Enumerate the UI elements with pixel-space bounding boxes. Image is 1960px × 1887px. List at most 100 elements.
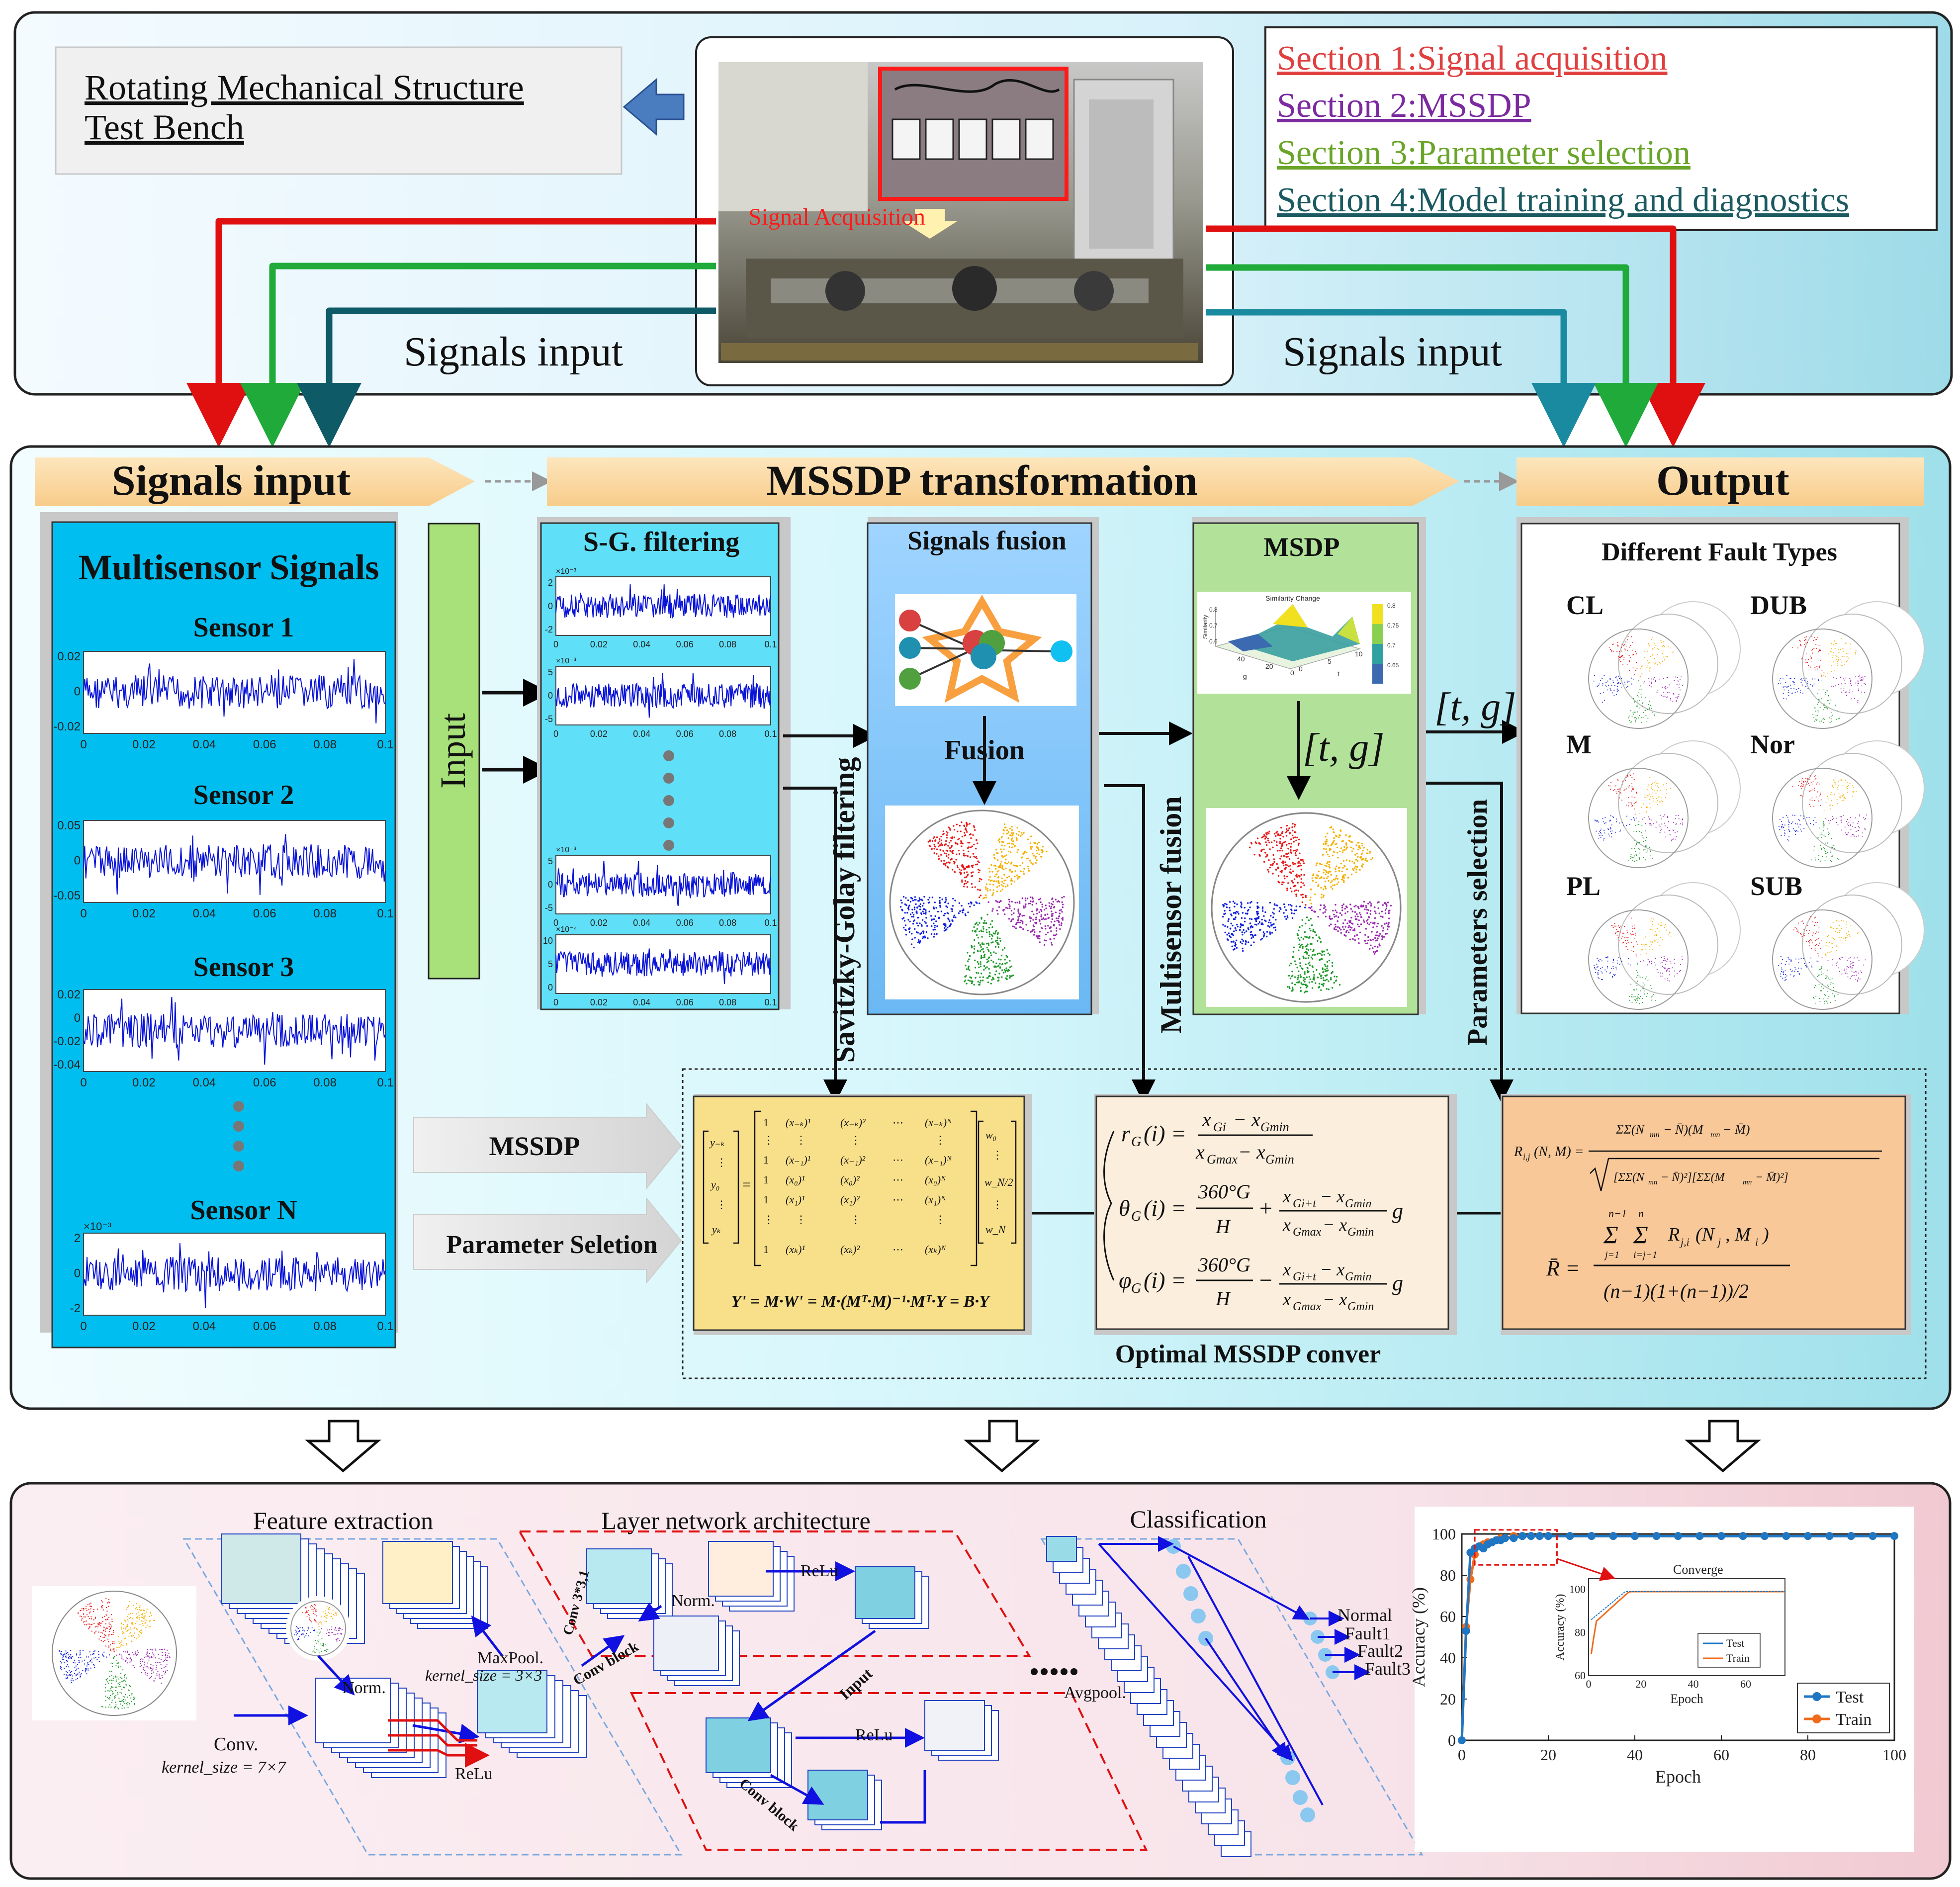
x-tick-label: 100 xyxy=(1882,1746,1906,1764)
svg-text:0.8: 0.8 xyxy=(1209,606,1218,613)
svg-text:− N̄)²][ΣΣ(M: − N̄)²][ΣΣ(M xyxy=(1661,1171,1726,1184)
classifier-link xyxy=(1173,1545,1310,1620)
sg-plot-xtick: 0.04 xyxy=(633,639,650,649)
mssdp-arrow-label: MSSDP xyxy=(489,1131,580,1161)
svg-text:⋮: ⋮ xyxy=(716,1198,727,1211)
sg-plot-scale: ×10⁻³ xyxy=(556,567,577,576)
svg-text:): ) xyxy=(1762,1224,1769,1245)
feature-thumb-petal xyxy=(312,1629,329,1654)
svg-text:− x: − x xyxy=(1233,1108,1260,1131)
section-legend xyxy=(1264,26,1938,231)
svg-text:1: 1 xyxy=(763,1243,769,1256)
svg-text:(i) =: (i) = xyxy=(1144,1195,1186,1221)
inset-pointer xyxy=(1556,1558,1616,1581)
sg-plot-xtick: 0.04 xyxy=(633,997,650,1007)
svg-text:θ: θ xyxy=(1119,1195,1130,1221)
sg-plot-ytick: 0 xyxy=(548,880,553,890)
legend-label-train: Train xyxy=(1836,1710,1871,1729)
classifier-nodes xyxy=(1098,1536,1370,1822)
series-point-test xyxy=(1535,1532,1544,1540)
test-bench-photo: Signal Acquisition xyxy=(718,62,1203,363)
svg-text:g: g xyxy=(1392,1199,1403,1223)
legend-label-test: Test xyxy=(1836,1688,1864,1707)
fault-scatter-petal xyxy=(1594,956,1631,980)
svg-text:(x₋ₖ)²: (x₋ₖ)² xyxy=(840,1116,866,1129)
svg-text:Gmin: Gmin xyxy=(1345,1270,1371,1283)
inset-title: Converge xyxy=(1673,1562,1723,1577)
svg-text:(n−1)(1+(n−1))/2: (n−1)(1+(n−1))/2 xyxy=(1604,1280,1749,1302)
svg-text:j,i: j,i xyxy=(1679,1236,1690,1248)
correlation-formula-box xyxy=(1502,1095,1906,1330)
svg-text:x: x xyxy=(1195,1141,1205,1163)
y-tick-label: 80 xyxy=(1440,1566,1456,1584)
svg-text:Gi+t: Gi+t xyxy=(1293,1270,1317,1283)
fault-scatter-petal xyxy=(1628,821,1653,862)
svg-text:w₀: w₀ xyxy=(985,1129,996,1141)
classifier-link xyxy=(1205,1637,1287,1760)
fault-type-sub: SUB xyxy=(1750,871,1925,1010)
sg-plot-ytick: 5 xyxy=(548,856,553,866)
flow-arrow xyxy=(747,1629,876,1721)
sg-matrix: y₋ₖ⋮y₀⋮yₖ = 1(x₋ₖ)¹(x₋ₖ)²⋯(x₋ₖ)ᴺ ⋮⋮⋮⋮ 1(… xyxy=(703,1110,1017,1266)
parameters-selection-label: Parameters selection xyxy=(1462,799,1493,1046)
svg-text:⋯: ⋯ xyxy=(892,1173,903,1186)
fault-scatter-petal xyxy=(1813,966,1839,1004)
sg-plot-ytick: 2 xyxy=(548,578,553,588)
sensor-plot-trace xyxy=(83,659,386,723)
svg-text:− M̄)²]: − M̄)²] xyxy=(1755,1171,1788,1184)
bar-signals-input-label: Signals input xyxy=(112,456,351,504)
savitzky-golay-label: Savitzky-Golay filtering xyxy=(828,757,861,1063)
sg-plot-xtick: 0.06 xyxy=(676,918,694,928)
fault-scatter-petal xyxy=(1824,920,1859,956)
svg-text:⋮: ⋮ xyxy=(850,1213,861,1226)
red-arrow xyxy=(388,1743,490,1768)
fusion-scatter-petal xyxy=(982,823,1048,899)
bottom-input-scatter-petal xyxy=(101,1656,136,1709)
sg-plot-xtick: 0.02 xyxy=(590,639,608,649)
layer-network-dashed-top xyxy=(518,1530,1031,1657)
fault-ring-mid xyxy=(1802,895,1902,995)
layer xyxy=(382,1541,453,1604)
sensor-plot-ytick: 0.05 xyxy=(57,819,81,832)
inset-legend xyxy=(1697,1633,1761,1668)
msdp-title: MSDP xyxy=(1264,532,1340,562)
inset-xlabel: Epoch xyxy=(1670,1692,1703,1706)
svg-text:n: n xyxy=(1638,1207,1644,1220)
layer xyxy=(708,1541,774,1597)
layer xyxy=(924,1700,985,1751)
output-fault1: Fault1 xyxy=(1345,1623,1391,1643)
sg-plot-axes xyxy=(555,934,771,994)
sg-plot-xtick: 0.04 xyxy=(633,918,650,928)
svg-text:i,j: i,j xyxy=(1523,1152,1530,1162)
svg-text:0.8: 0.8 xyxy=(1387,602,1396,609)
fault-scatter-petal xyxy=(1593,675,1634,703)
layer xyxy=(477,1670,547,1733)
svg-text:n−1: n−1 xyxy=(1608,1207,1627,1220)
maxpool-stack xyxy=(382,1541,488,1629)
series-point-test xyxy=(1510,1534,1518,1542)
svg-text:Similarity: Similarity xyxy=(1202,615,1209,639)
svg-text:(x₁)ᴺ: (x₁)ᴺ xyxy=(925,1193,946,1206)
output-fault2: Fault2 xyxy=(1357,1641,1403,1661)
sensor-plot-ytick: 2 xyxy=(74,1232,81,1245)
series-point-test xyxy=(1527,1532,1535,1540)
svg-text:⋯: ⋯ xyxy=(892,1154,903,1166)
svg-text:− x: − x xyxy=(1320,1259,1344,1279)
sensor-plot-xtick: 0.02 xyxy=(132,907,156,920)
fault-type-pl: PL xyxy=(1566,871,1741,1010)
layer-network-dashed-bottom xyxy=(629,1692,1148,1851)
fault-scatter-petal xyxy=(1639,636,1674,677)
conv3-stack xyxy=(586,1548,673,1619)
sensor-plot-trace xyxy=(83,834,386,896)
fault-scatter-petal xyxy=(1778,814,1817,842)
classification-title: Classification xyxy=(1130,1505,1267,1533)
fault-scatter-ring xyxy=(1588,768,1689,868)
avgpool-label: Avgpool. xyxy=(1064,1684,1126,1702)
svg-text:w_N: w_N xyxy=(985,1223,1006,1236)
sg-plot-ytick: 0 xyxy=(548,601,553,611)
inset-xtick: 60 xyxy=(1740,1678,1751,1690)
parameter-arrow-label: Parameter Seletion xyxy=(446,1231,658,1259)
sg-filtering-title: S-G. filtering xyxy=(583,527,739,557)
conv-label: Conv. xyxy=(214,1734,258,1755)
